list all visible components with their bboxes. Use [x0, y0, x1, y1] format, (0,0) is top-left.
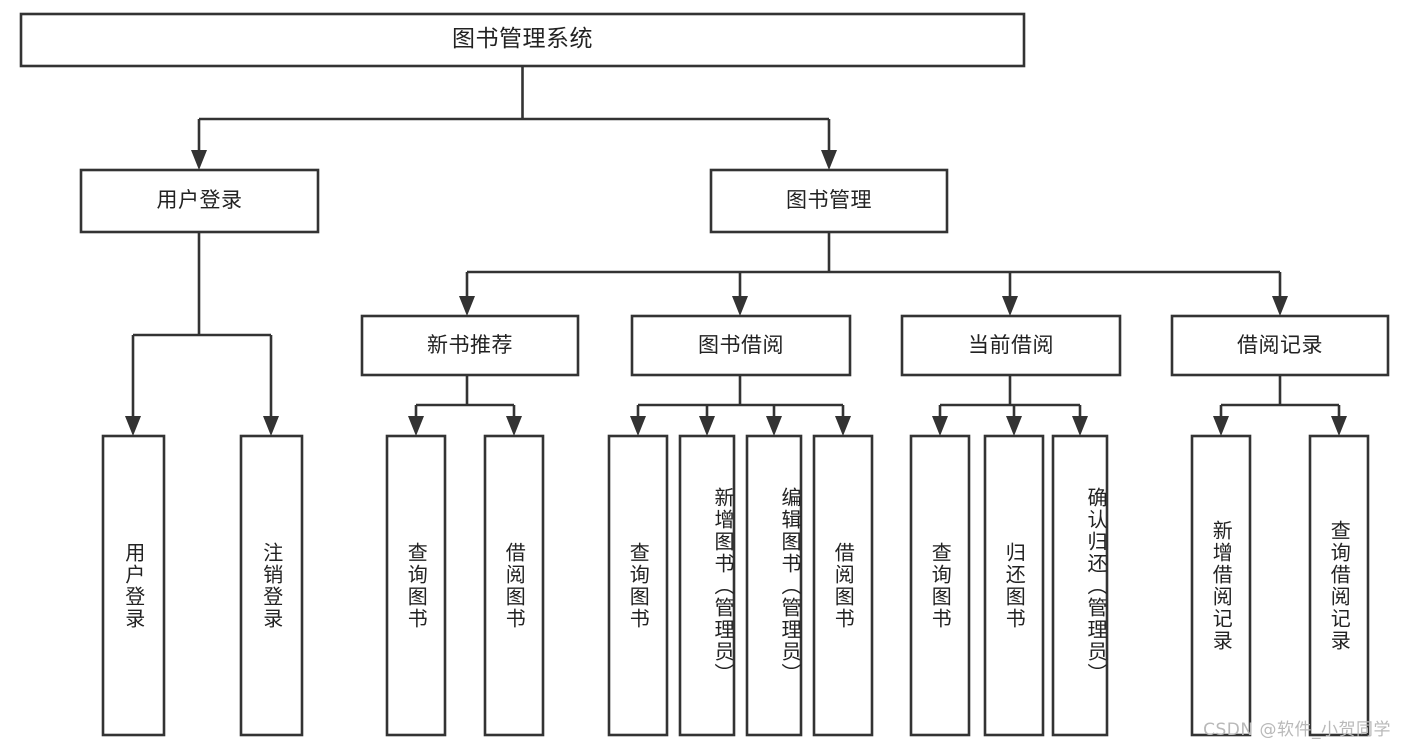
- arrow-leaf-rec-borrow: [506, 416, 522, 436]
- node-box-leaf-user-login[interactable]: [101, 434, 166, 737]
- node-box-user-login[interactable]: [79, 168, 320, 234]
- arrow-user-login: [191, 150, 207, 170]
- node-box-leaf-br-add[interactable]: [1190, 434, 1252, 737]
- node-box-leaf-br-query[interactable]: [1308, 434, 1370, 737]
- arrow-leaf-cb-query: [932, 416, 948, 436]
- arrow-leaf-cb-confirm: [1072, 416, 1088, 436]
- arrow-leaf-bb-add: [699, 416, 715, 436]
- arrow-leaf-user-login: [125, 416, 141, 436]
- node-box-leaf-bb-add[interactable]: [678, 434, 736, 737]
- arrow-current-borrow: [1002, 296, 1018, 316]
- node-box-leaf-cb-confirm[interactable]: [1051, 434, 1109, 737]
- arrow-leaf-bb-borrow: [835, 416, 851, 436]
- arrow-borrow-record: [1272, 296, 1288, 316]
- node-box-book-manage[interactable]: [709, 168, 949, 234]
- arrow-leaf-br-query: [1331, 416, 1347, 436]
- csdn-watermark: CSDN @软件_小贺同学: [1203, 720, 1391, 740]
- node-box-root[interactable]: [19, 12, 1026, 68]
- node-box-leaf-user-logout[interactable]: [239, 434, 304, 737]
- arrow-book-manage: [821, 150, 837, 170]
- node-box-borrow-record[interactable]: [1170, 314, 1390, 377]
- node-box-leaf-bb-borrow[interactable]: [812, 434, 874, 737]
- arrow-book-borrow: [732, 296, 748, 316]
- arrow-leaf-br-add: [1213, 416, 1229, 436]
- node-box-leaf-bb-edit[interactable]: [745, 434, 803, 737]
- arrow-leaf-bb-query: [630, 416, 646, 436]
- node-box-book-borrow[interactable]: [630, 314, 852, 377]
- node-box-leaf-bb-query[interactable]: [607, 434, 669, 737]
- node-box-current-borrow[interactable]: [900, 314, 1122, 377]
- arrow-leaf-user-logout: [263, 416, 279, 436]
- node-box-leaf-cb-query[interactable]: [909, 434, 971, 737]
- arrow-leaf-cb-return: [1006, 416, 1022, 436]
- arrow-leaf-bb-edit: [766, 416, 782, 436]
- arrow-new-book-rec: [459, 296, 475, 316]
- arrow-leaf-rec-query: [408, 416, 424, 436]
- node-box-leaf-cb-return[interactable]: [983, 434, 1045, 737]
- node-box-leaf-rec-query[interactable]: [385, 434, 447, 737]
- node-box-new-book-rec[interactable]: [360, 314, 580, 377]
- node-box-leaf-rec-borrow[interactable]: [483, 434, 545, 737]
